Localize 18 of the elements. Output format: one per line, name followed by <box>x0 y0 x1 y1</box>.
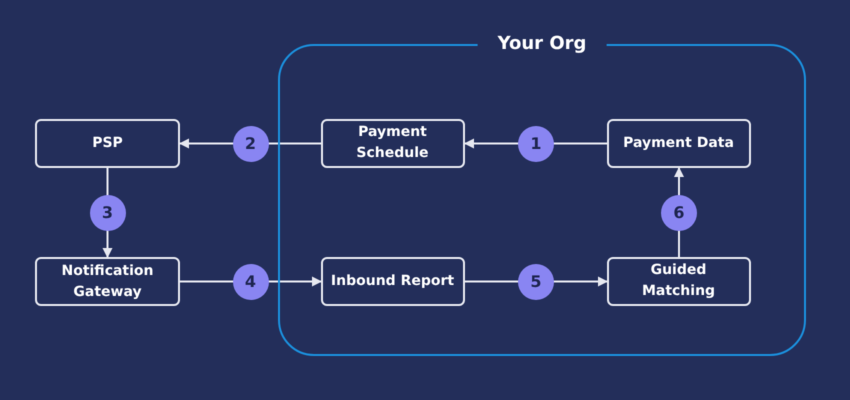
box-label: Guided Matching <box>640 261 716 301</box>
process-box <box>606 256 750 306</box>
process-box <box>606 118 750 168</box>
step-number: 6 <box>661 194 697 230</box>
step-number: 1 <box>518 126 554 162</box>
step-number: 2 <box>232 126 268 162</box>
step-number: 3 <box>90 194 126 230</box>
process-box <box>35 119 180 168</box>
process-box <box>320 256 464 306</box>
process-box <box>320 118 464 168</box>
box-label: Payment Schedule <box>355 123 430 163</box>
box-label: Payment Data <box>622 134 735 152</box>
step-number: 5 <box>518 264 554 300</box>
box-label: Notification Gateway <box>60 262 155 302</box>
box-label: Inbound Report <box>330 272 456 290</box>
box-label: PSP <box>91 134 124 153</box>
step-number: 4 <box>232 264 268 300</box>
process-box <box>35 257 180 306</box>
